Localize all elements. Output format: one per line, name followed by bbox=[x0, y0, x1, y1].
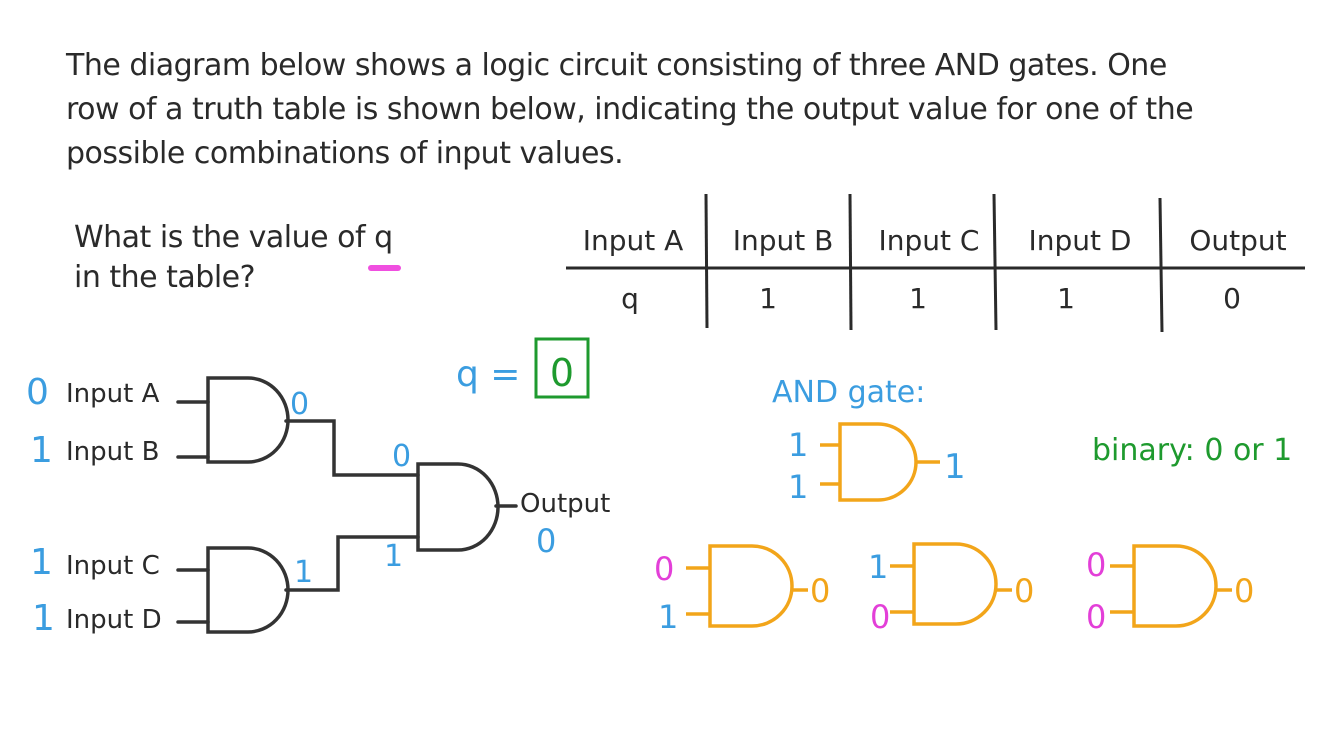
reference-gate-3-input-1: 0 bbox=[1086, 546, 1106, 584]
input-d-value: 1 bbox=[32, 598, 55, 639]
reference-example-output: 1 bbox=[944, 447, 966, 487]
and-gate-3 bbox=[416, 462, 500, 552]
reference-title: AND gate: bbox=[772, 375, 925, 410]
input-a-value: 0 bbox=[26, 372, 49, 413]
output-label: Output bbox=[520, 489, 610, 519]
reference-gate-1-output: 0 bbox=[810, 572, 830, 610]
question-variable-q: q bbox=[374, 220, 393, 255]
gate1-output-value: 0 bbox=[290, 387, 309, 422]
circuit-output-value: 0 bbox=[536, 522, 556, 560]
gate2-output-value: 1 bbox=[294, 555, 313, 590]
intro-line-1: The diagram below shows a logic circuit … bbox=[66, 48, 1167, 83]
reference-example-input-2: 1 bbox=[788, 468, 808, 506]
reference-gate-2-input-2: 0 bbox=[870, 598, 890, 636]
table-header-input-b: Input B bbox=[733, 224, 834, 257]
circuit-values: 0 1 1 1 0 1 0 1 0 bbox=[26, 372, 556, 639]
reference-gate-2: 1 0 0 bbox=[868, 542, 1034, 636]
answer-lhs: q = bbox=[456, 354, 520, 395]
reference-gate-3-output: 0 bbox=[1234, 572, 1254, 610]
and-gate-reference: AND gate: 1 1 1 bbox=[772, 375, 966, 506]
gate3-input-top-value: 0 bbox=[392, 439, 411, 474]
table-header-output: Output bbox=[1189, 224, 1286, 257]
table-header-input-d: Input D bbox=[1029, 224, 1132, 257]
input-b-value: 1 bbox=[30, 430, 53, 471]
table-header-input-a: Input A bbox=[583, 224, 684, 257]
reference-gate-2-output: 0 bbox=[1014, 572, 1034, 610]
reference-gate-1-input-1: 0 bbox=[654, 550, 674, 588]
gate3-input-bottom-value: 1 bbox=[384, 539, 403, 574]
table-divider-1 bbox=[704, 193, 709, 329]
reference-gate-2-input-1: 1 bbox=[868, 548, 888, 586]
table-header-input-c: Input C bbox=[879, 224, 980, 257]
answer: q = 0 bbox=[456, 337, 590, 399]
input-b-label: Input B bbox=[66, 437, 159, 467]
question-line-1: What is the value of bbox=[74, 220, 375, 255]
wire-gate2-to-gate3 bbox=[284, 535, 420, 592]
table-cell-input-a: q bbox=[621, 282, 639, 315]
table-divider-4 bbox=[1158, 197, 1164, 333]
table-cell-output: 0 bbox=[1223, 282, 1241, 315]
reference-example-input-1: 1 bbox=[788, 426, 808, 464]
input-c-label: Input C bbox=[66, 551, 160, 581]
circuit-labels: Input A Input B Input C Input D Output bbox=[66, 379, 610, 635]
reference-gate-1: 0 1 0 bbox=[654, 544, 830, 636]
table-cell-input-d: 1 bbox=[1057, 282, 1075, 315]
question-line-2: in the table? bbox=[74, 260, 256, 295]
answer-value: 0 bbox=[550, 351, 574, 395]
wire-gate1-to-gate3 bbox=[284, 419, 420, 477]
binary-note: binary: 0 or 1 bbox=[1092, 433, 1292, 468]
table-divider-2 bbox=[848, 193, 853, 331]
reference-example-gate bbox=[820, 422, 940, 502]
input-c-value: 1 bbox=[30, 542, 53, 583]
and-gate-1 bbox=[206, 376, 290, 464]
reference-gate-3: 0 0 0 bbox=[1086, 544, 1254, 636]
truth-table: Input A Input B Input C Input D Output q… bbox=[566, 193, 1305, 333]
intro-line-2: row of a truth table is shown below, ind… bbox=[66, 92, 1194, 127]
table-cell-input-c: 1 bbox=[909, 282, 927, 315]
question: What is the value of q in the table? bbox=[74, 218, 444, 298]
reference-gate-1-input-2: 1 bbox=[658, 598, 678, 636]
table-cell-input-b: 1 bbox=[759, 282, 777, 315]
and-gate-2 bbox=[206, 546, 290, 634]
table-divider-3 bbox=[992, 193, 998, 331]
reference-gate-3-input-2: 0 bbox=[1086, 598, 1106, 636]
input-a-label: Input A bbox=[66, 379, 160, 409]
problem-statement: The diagram below shows a logic circuit … bbox=[66, 44, 1296, 176]
circuit-wires bbox=[176, 400, 518, 624]
input-d-label: Input D bbox=[66, 605, 162, 635]
answer-box bbox=[534, 337, 590, 399]
circuit-gates bbox=[206, 376, 500, 634]
intro-line-3: possible combinations of input values. bbox=[66, 136, 624, 171]
